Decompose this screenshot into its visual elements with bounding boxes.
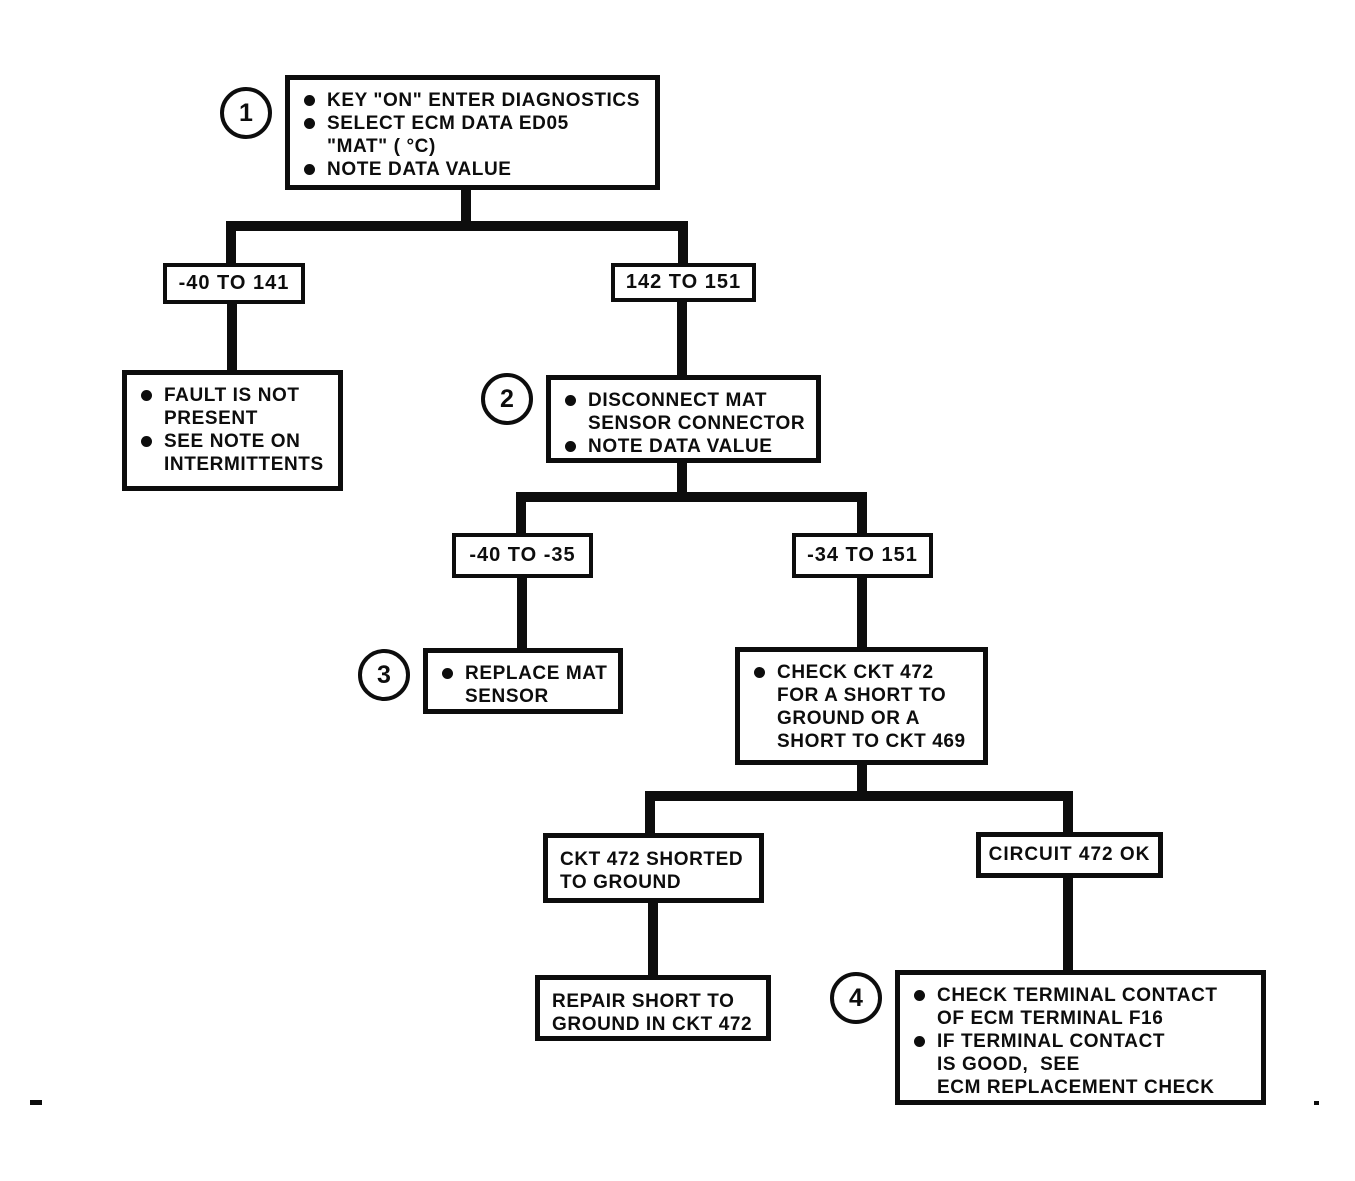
- bullet-icon: [914, 1036, 925, 1047]
- step-1-line-3: "MAT" ( °C): [327, 136, 436, 157]
- step-2-line-3: NOTE DATA VALUE: [588, 436, 773, 457]
- connector-line: [677, 300, 687, 379]
- step-2-line-1: DISCONNECT MAT: [588, 390, 768, 411]
- step-4-box: CHECK TERMINAL CONTACT OF ECM TERMINAL F…: [895, 970, 1266, 1105]
- connector-line: [645, 791, 1073, 801]
- step-4-number: 4: [849, 983, 863, 1012]
- bullet-icon: [565, 441, 576, 452]
- step-1-line-4: NOTE DATA VALUE: [327, 159, 512, 180]
- ckt472-shorted-line-2: TO GROUND: [560, 872, 682, 893]
- check-ckt472-box: CHECK CKT 472 FOR A SHORT TO GROUND OR A…: [735, 647, 988, 765]
- range-neg34-151-label: -34 TO 151: [807, 544, 918, 566]
- scan-artifact-mark: [1314, 1101, 1319, 1105]
- step-4-line-5: ECM REPLACEMENT CHECK: [937, 1077, 1215, 1098]
- connector-line: [461, 188, 471, 230]
- connector-line: [1063, 791, 1073, 837]
- step-1-line-2: SELECT ECM DATA ED05: [327, 113, 569, 134]
- step-1-marker: 1: [220, 87, 272, 139]
- check-ckt472-line-1: CHECK CKT 472: [777, 662, 934, 683]
- ckt472-shorted-line-1: CKT 472 SHORTED: [560, 849, 744, 870]
- fault-not-present-box: FAULT IS NOT PRESENT SEE NOTE ON INTERMI…: [122, 370, 343, 491]
- step-1-box: KEY "ON" ENTER DIAGNOSTICS SELECT ECM DA…: [285, 75, 660, 190]
- connector-line: [226, 221, 236, 267]
- bullet-icon: [141, 390, 152, 401]
- step-4-line-3: IF TERMINAL CONTACT: [937, 1031, 1166, 1052]
- step-4-marker: 4: [830, 972, 882, 1024]
- bullet-icon: [914, 990, 925, 1001]
- connector-line: [677, 461, 687, 499]
- connector-line: [516, 492, 867, 502]
- connector-line: [226, 221, 688, 231]
- bullet-icon: [565, 395, 576, 406]
- range-neg40-neg35-box: -40 TO -35: [452, 533, 593, 578]
- connector-line: [1063, 876, 1073, 974]
- repair-line-1: REPAIR SHORT TO: [552, 991, 735, 1012]
- step-3-line-1: REPLACE MAT: [465, 663, 608, 684]
- step-3-box: REPLACE MAT SENSOR: [423, 648, 623, 714]
- connector-line: [517, 576, 527, 652]
- fault-line-1: FAULT IS NOT: [164, 385, 300, 406]
- connector-line: [648, 901, 658, 979]
- range-neg34-151-box: -34 TO 151: [792, 533, 933, 578]
- step-4-line-2: OF ECM TERMINAL F16: [937, 1008, 1164, 1029]
- step-4-line-1: CHECK TERMINAL CONTACT: [937, 985, 1218, 1006]
- range-142-151-label: 142 TO 151: [625, 271, 742, 293]
- step-1-number: 1: [239, 98, 253, 127]
- circuit-472-ok-box: CIRCUIT 472 OK: [976, 832, 1163, 878]
- fault-line-4: INTERMITTENTS: [164, 454, 324, 475]
- bullet-icon: [304, 95, 315, 106]
- check-ckt472-line-2: FOR A SHORT TO: [777, 685, 947, 706]
- bullet-icon: [304, 118, 315, 129]
- repair-short-box: REPAIR SHORT TO GROUND IN CKT 472: [535, 975, 771, 1041]
- range-neg40-neg35-label: -40 TO -35: [469, 544, 576, 566]
- fault-line-3: SEE NOTE ON: [164, 431, 301, 452]
- connector-line: [678, 221, 688, 267]
- range-neg40-141-label: -40 TO 141: [178, 272, 290, 294]
- circuit-472-ok-label: CIRCUIT 472 OK: [988, 844, 1151, 865]
- connector-line: [227, 302, 237, 374]
- step-1-line-1: KEY "ON" ENTER DIAGNOSTICS: [327, 90, 641, 111]
- step-4-line-4: IS GOOD, SEE: [937, 1054, 1080, 1075]
- range-142-151-box: 142 TO 151: [611, 263, 756, 302]
- step-2-marker: 2: [481, 373, 533, 425]
- connector-line: [857, 576, 867, 651]
- bullet-icon: [304, 164, 315, 175]
- range-neg40-141-box: -40 TO 141: [163, 263, 305, 304]
- repair-line-2: GROUND IN CKT 472: [552, 1014, 753, 1035]
- step-2-number: 2: [500, 384, 514, 413]
- check-ckt472-line-4: SHORT TO CKT 469: [777, 731, 966, 752]
- connector-line: [857, 492, 867, 536]
- step-2-box: DISCONNECT MAT SENSOR CONNECTOR NOTE DAT…: [546, 375, 821, 463]
- bullet-icon: [442, 668, 453, 679]
- connector-line: [645, 791, 655, 837]
- step-2-line-2: SENSOR CONNECTOR: [588, 413, 806, 434]
- bullet-icon: [141, 436, 152, 447]
- connector-line: [516, 492, 526, 536]
- fault-line-2: PRESENT: [164, 408, 258, 429]
- bullet-icon: [754, 667, 765, 678]
- connector-line: [857, 763, 867, 799]
- step-3-number: 3: [377, 660, 391, 689]
- step-3-marker: 3: [358, 649, 410, 701]
- check-ckt472-line-3: GROUND OR A: [777, 708, 921, 729]
- step-3-line-2: SENSOR: [465, 686, 549, 707]
- ckt472-shorted-box: CKT 472 SHORTED TO GROUND: [543, 833, 764, 903]
- scan-artifact-mark: [30, 1100, 42, 1105]
